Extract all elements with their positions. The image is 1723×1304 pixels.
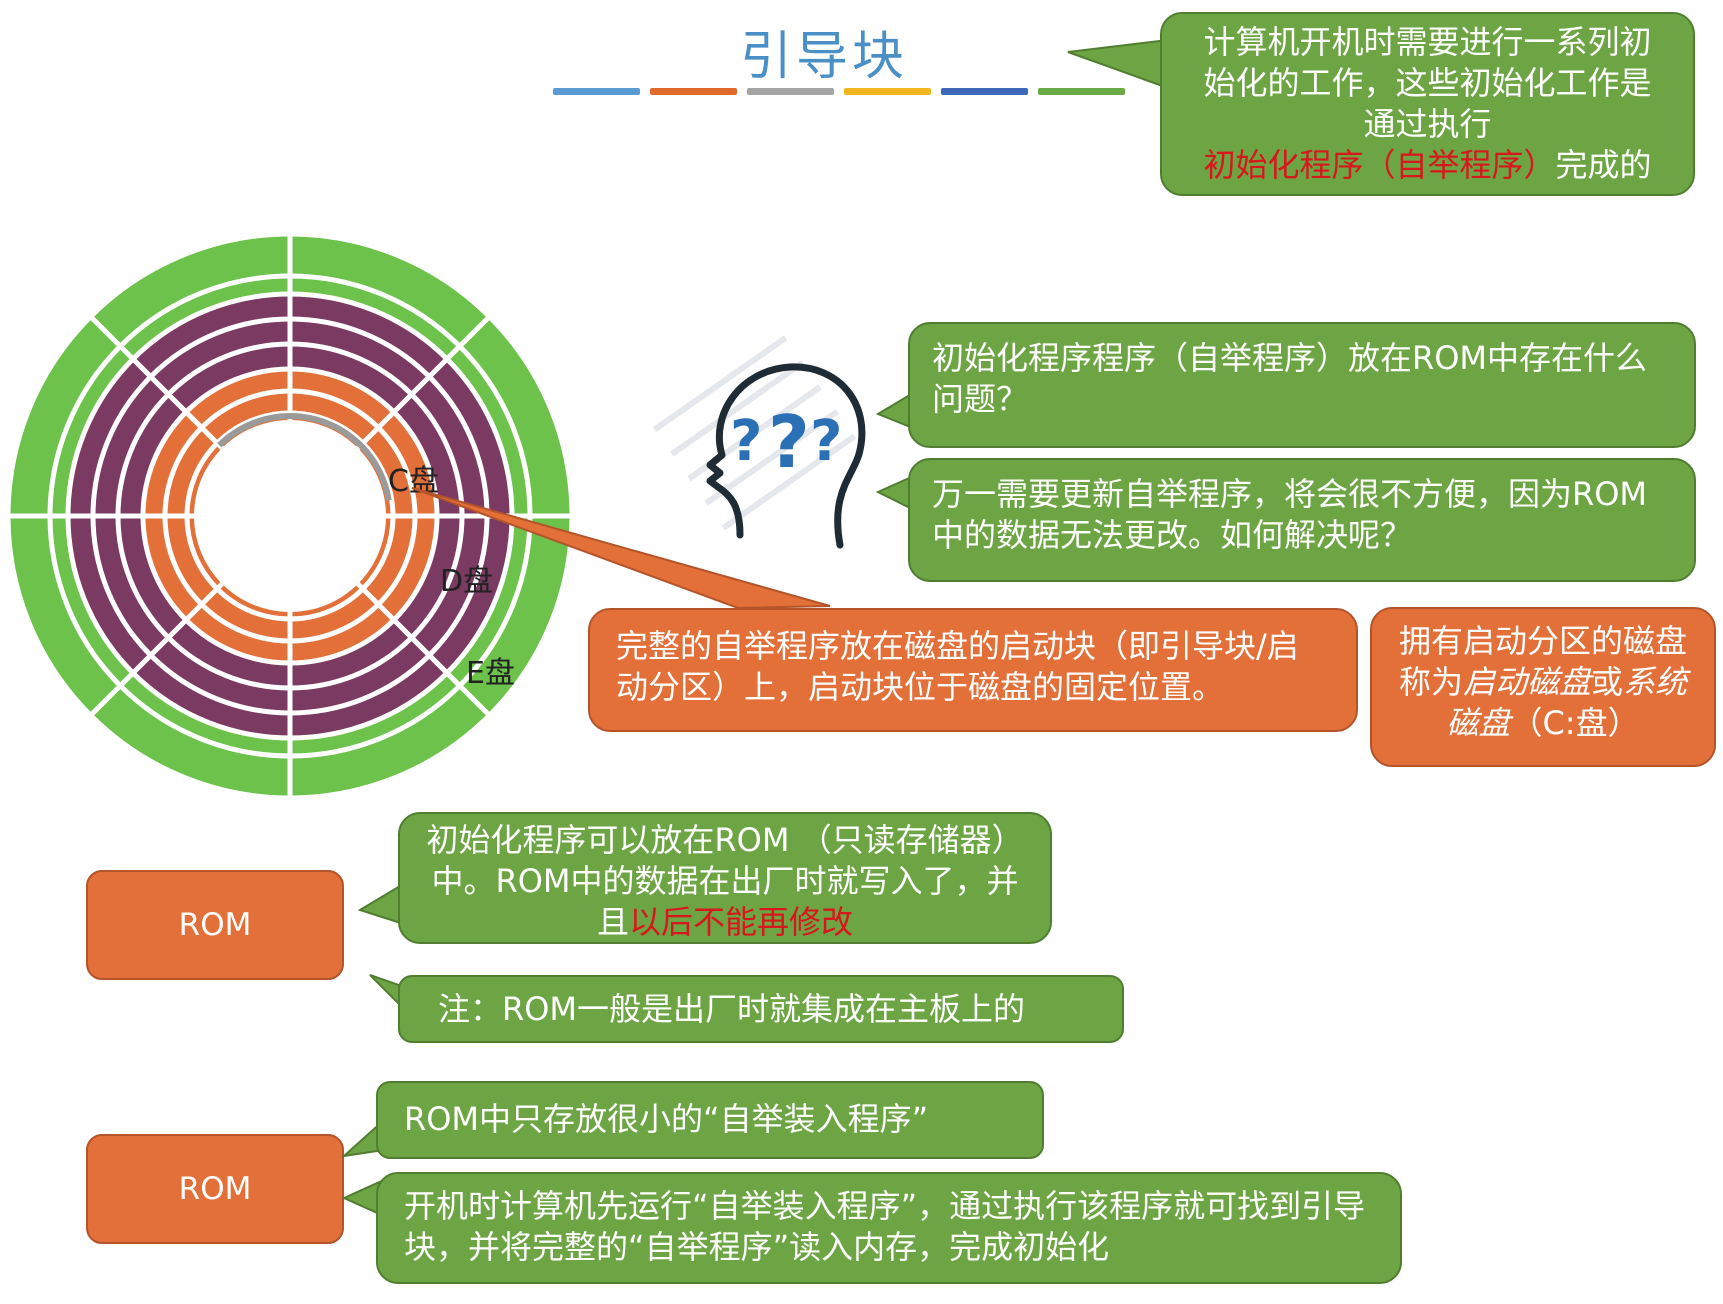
title-underline-bars [553, 88, 1125, 95]
boot-disk-term1: 启动磁盘 [1462, 663, 1591, 701]
boot-block-callout: 完整的自举程序放在磁盘的启动块（即引导块/启动分区）上，启动块位于磁盘的固定位置… [588, 608, 1358, 732]
boot-disk-callout: 拥有启动分区的磁盘称为启动磁盘或系统磁盘（C:盘） [1370, 607, 1716, 767]
top-note-highlight: 初始化程序（自举程序） [1203, 146, 1556, 184]
boot-block-highlight-edge [358, 443, 392, 501]
rom1-note-callout: 初始化程序可以放在ROM （只读存储器）中。ROM中的数据在出厂时就写入了，并且… [398, 812, 1052, 944]
question2-text: 万一需要更新自举程序，将会很不方便，因为ROM中的数据无法更改。如何解决呢？ [932, 475, 1648, 554]
disk-sector-line [356, 582, 493, 719]
disk-label-e: E盘 [466, 656, 515, 691]
disk-sector-line [356, 313, 493, 450]
rom2-note2-text: 开机时计算机先运行“自举装入程序”，通过执行该程序就可找到引导块，并将完整的“自… [404, 1187, 1366, 1266]
boot-block-text: 完整的自举程序放在磁盘的启动块（即引导块/启动分区）上，启动块位于磁盘的固定位置… [616, 627, 1299, 706]
rom2-note1-text: ROM中只存放很小的“自举装入程序” [404, 1100, 929, 1138]
title-bar-3 [747, 88, 834, 95]
disk-hub [194, 420, 386, 612]
rom-box-1: ROM [86, 870, 344, 980]
svg-text:?: ? [810, 409, 842, 474]
disk-diagram: C盘 D盘 E盘 [5, 231, 575, 801]
boot-disk-term2: 系统磁盘 [1446, 663, 1688, 742]
boot-block-highlight [217, 413, 363, 448]
disk-label-d: D盘 [440, 564, 493, 599]
rom1-note-text: 初始化程序可以放在ROM （只读存储器）中。ROM中的数据在出厂时就写入了，并且 [426, 821, 1024, 941]
disk-sector-line [87, 582, 224, 719]
boot-disk-or: 或 [1591, 663, 1624, 701]
top-note-text: 计算机开机时需要进行一系列初始化的工作，这些初始化工作是通过执行 [1203, 23, 1652, 143]
rom2-note1-callout: ROM中只存放很小的“自举装入程序” [376, 1081, 1044, 1159]
page-title: 引导块 [740, 27, 909, 87]
boot-disk-text: 拥有启动分区的磁盘称为 [1398, 622, 1687, 701]
disk-sector-line [87, 313, 224, 450]
question2-callout: 万一需要更新自举程序，将会很不方便，因为ROM中的数据无法更改。如何解决呢？ [908, 458, 1696, 582]
svg-text:?: ? [768, 400, 810, 484]
thinking-head-icon: ? ? ? [652, 335, 866, 549]
top-note-callout: 计算机开机时需要进行一系列初始化的工作，这些初始化工作是通过执行初始化程序（自举… [1160, 12, 1695, 196]
rom1-note2-callout: 注：ROM一般是出厂时就集成在主板上的 [398, 975, 1124, 1043]
rom1-note-highlight: 以后不能再修改 [629, 903, 854, 941]
rom2-note2-callout: 开机时计算机先运行“自举装入程序”，通过执行该程序就可找到引导块，并将完整的“自… [376, 1172, 1402, 1284]
top-note-text-end: 完成的 [1555, 146, 1652, 184]
question1-text: 初始化程序程序（自举程序）放在ROM中存在什么问题？ [932, 339, 1648, 418]
title-bar-4 [844, 88, 931, 95]
question1-callout: 初始化程序程序（自举程序）放在ROM中存在什么问题？ [908, 322, 1696, 448]
rom1-note2-text: 注：ROM一般是出厂时就集成在主板上的 [438, 990, 1026, 1028]
boot-disk-drive: （C:盘） [1510, 704, 1640, 742]
rom-box-2: ROM [86, 1134, 344, 1244]
title-bar-1 [553, 88, 640, 95]
title-bar-5 [941, 88, 1028, 95]
svg-text:?: ? [730, 409, 762, 474]
title-bar-2 [650, 88, 737, 95]
title-bar-6 [1038, 88, 1125, 95]
